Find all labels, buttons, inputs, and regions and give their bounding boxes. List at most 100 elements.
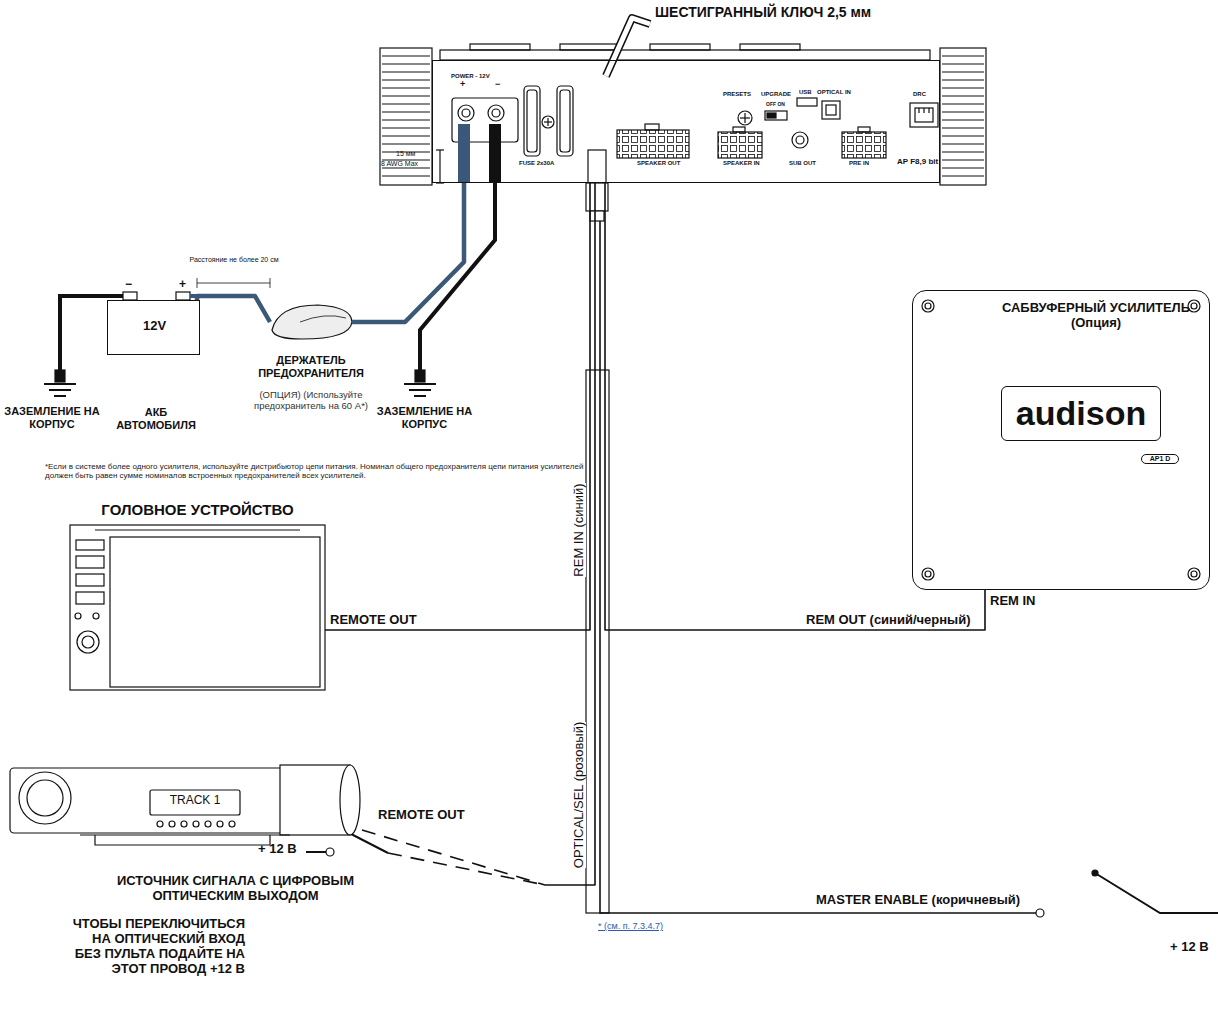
ground-symbol <box>404 370 436 396</box>
drc-port <box>915 108 933 122</box>
ground-symbol <box>49 389 71 391</box>
speaker-out-connector <box>645 124 659 130</box>
pre-in-connector <box>858 127 870 132</box>
source-buttons <box>217 821 223 827</box>
battery-terminals <box>123 292 197 300</box>
upgrade-switch <box>765 111 787 120</box>
head-unit-drawing <box>82 636 94 648</box>
wire-connector <box>605 183 985 630</box>
source-buttons <box>181 821 187 827</box>
subwoofer-screws <box>922 300 934 312</box>
signal-name: REMOTE OUT <box>378 808 465 823</box>
heat-sink-fins <box>942 71 984 72</box>
head-unit-drawing <box>76 592 104 604</box>
distance-dimension <box>197 278 198 288</box>
distance-dimension <box>197 278 270 288</box>
ground-symbol <box>414 395 426 397</box>
source-buttons <box>157 821 235 827</box>
head-unit-drawing <box>110 537 320 687</box>
switch-left <box>388 853 545 885</box>
battery-terminals <box>176 292 190 300</box>
heat-sink-fins <box>942 87 984 88</box>
wire-line <box>545 183 595 885</box>
subwoofer-amplifier: САБВУФЕРНЫЙ УСИЛИТЕЛЬ (Опция)audisonAP1 … <box>912 290 1210 590</box>
subwoofer-screws <box>925 571 931 577</box>
node-text: OPTICAL IN <box>817 89 851 96</box>
master-enable-wire <box>600 221 1036 913</box>
head-unit: ГОЛОВНОЕ УСТРОЙСТВО <box>70 525 325 690</box>
label-patch: REM IN (синий) <box>571 483 586 576</box>
head-unit-drawing <box>76 574 104 586</box>
ground-wires <box>60 296 123 374</box>
switch-right <box>1036 909 1044 917</box>
node-text: FUSE 2x30A <box>519 160 554 167</box>
subwoofer-screws <box>1191 571 1197 577</box>
fuse-slots <box>557 86 573 156</box>
footnote: *Если в системе более одного усилителя, … <box>45 462 605 480</box>
drc-port <box>918 108 919 113</box>
switch-right <box>1095 873 1218 913</box>
heat-sink-fins <box>942 167 984 168</box>
heat-sink-fins <box>382 55 430 56</box>
subwoofer-screws <box>1188 568 1200 580</box>
node-title: ДЕРЖАТЕЛЬ ПРЕДОХРАНИТЕЛЯ <box>230 354 392 379</box>
node-title: САБВУФЕРНЫЙ УСИЛИТЕЛЬ (Опция) <box>1001 301 1191 331</box>
power-terminal-block <box>436 149 444 150</box>
fuse-holder: ДЕРЖАТЕЛЬ ПРЕДОХРАНИТЕЛЯ(ОПЦИЯ) (Использ… <box>270 304 352 340</box>
head-unit-drawing <box>70 525 325 690</box>
heat-sink-fins <box>942 159 984 160</box>
heat-sink-fins <box>382 175 430 176</box>
voltage-label: + 12 В <box>1170 940 1209 955</box>
heat-sink-fins <box>382 63 430 64</box>
node-text: + <box>460 79 465 89</box>
subwoofer-screws <box>922 300 1200 580</box>
heat-sink-fins <box>382 103 430 104</box>
amplifier-top <box>650 44 710 50</box>
heat-sink-fins <box>382 135 430 136</box>
heat-sink-fins <box>942 79 984 80</box>
upgrade-switch <box>767 113 776 118</box>
node-text: PRE IN <box>849 160 869 167</box>
head-unit-drawing <box>76 556 104 568</box>
heat-sink-fins <box>942 119 984 120</box>
node-text: POWER - 12V <box>451 73 490 80</box>
heat-sink-fins <box>382 119 430 120</box>
subwoofer-screws <box>1191 303 1197 309</box>
head-unit-drawing <box>70 525 325 690</box>
heat-sink-fins <box>942 63 984 64</box>
switch-left <box>326 848 334 856</box>
power-terminal-block <box>458 105 474 121</box>
signal-name: REM IN <box>990 594 1036 609</box>
head-unit-drawing <box>95 529 300 530</box>
dimension: 15 мм <box>396 150 415 158</box>
sub-out-jack <box>792 132 808 148</box>
power-terminal-block <box>436 98 518 183</box>
node-text: DRC <box>913 91 926 98</box>
source-drawing <box>340 765 360 835</box>
node-text: SUB OUT <box>789 160 816 167</box>
source-buttons <box>169 821 175 827</box>
ground-symbol <box>44 383 76 385</box>
heat-sink-fins <box>382 127 430 128</box>
amplifier-top <box>560 44 620 50</box>
harness-plug <box>590 211 604 221</box>
fuse-slots <box>542 116 554 128</box>
source-drawing <box>150 790 240 815</box>
heat-sink-fins <box>942 143 984 144</box>
subwoofer-screws <box>922 568 934 580</box>
dimension: Расстояние не более 20 см <box>188 256 280 264</box>
presets-knob <box>738 111 752 125</box>
head-unit-drawing <box>75 613 81 619</box>
wire-connector <box>352 183 464 322</box>
head-unit-drawing <box>93 613 99 619</box>
node-text: OFF ON <box>766 102 785 108</box>
fuse-slots <box>547 118 548 126</box>
heat-sink-fins <box>942 111 984 112</box>
source-buttons <box>193 821 199 827</box>
node-text: − <box>495 79 500 89</box>
signal-name: REM OUT (синий/черный) <box>806 613 971 628</box>
node-text: ИСТОЧНИК СИГНАЛА С ЦИФРОВЫМ ОПТИЧЕСКИМ В… <box>108 874 363 904</box>
ground-symbol <box>404 383 436 385</box>
